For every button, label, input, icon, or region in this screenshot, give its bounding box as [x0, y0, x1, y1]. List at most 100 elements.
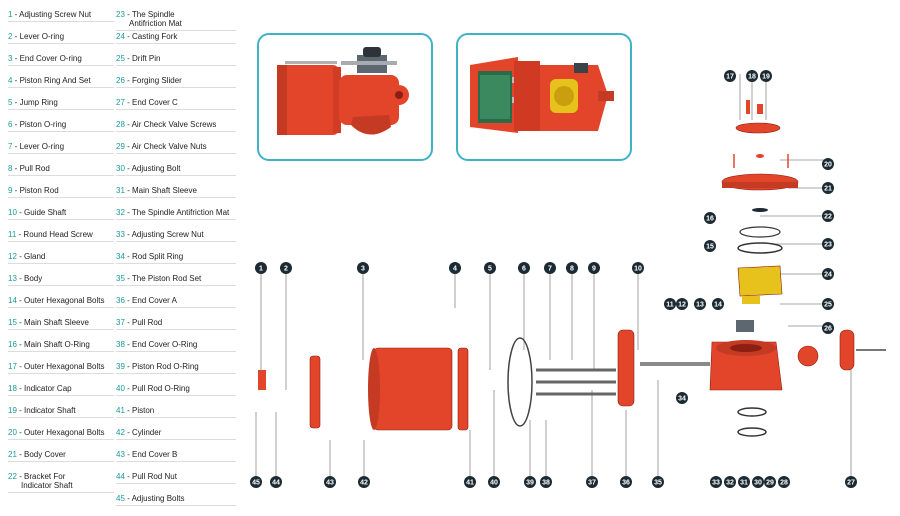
legend-item: 41 - Piston [116, 406, 242, 418]
legend-dash: - [124, 142, 132, 151]
callout-marker: 22 [822, 210, 834, 222]
callout-marker: 32 [724, 476, 736, 488]
legend-divider [8, 175, 114, 176]
legend-label: End Cover A [132, 296, 177, 305]
legend-item: 27 - End Cover C [116, 98, 242, 110]
legend-number: 42 [116, 428, 125, 437]
legend-divider [116, 329, 236, 330]
callout-marker: 6 [518, 262, 530, 274]
cylinder-assembly [258, 329, 767, 437]
legend-label: Pull Rod O-Ring [132, 384, 190, 393]
svg-text:28: 28 [780, 480, 788, 487]
legend-item: 10 - Guide Shaft [8, 208, 120, 220]
callout-marker: 5 [484, 262, 496, 274]
legend-divider [116, 153, 236, 154]
legend-label-continued: Indicator Shaft [21, 481, 73, 490]
legend-item: 25 - Drift Pin [116, 54, 242, 66]
svg-text:4: 4 [453, 266, 457, 273]
legend-label: Guide Shaft [24, 208, 67, 217]
legend-number: 27 [116, 98, 125, 107]
assembled-actuator-photo [257, 33, 433, 161]
callout-marker: 42 [358, 476, 370, 488]
callout-marker: 12 [676, 298, 688, 310]
legend-number: 19 [8, 406, 17, 415]
legend-number: 25 [116, 54, 125, 63]
legend-item: 42 - Cylinder [116, 428, 242, 440]
legend-divider [116, 461, 236, 462]
legend-divider [8, 21, 114, 22]
svg-text:12: 12 [678, 302, 686, 309]
legend-divider [8, 219, 114, 220]
legend-dash: - [12, 164, 20, 173]
callout-marker: 11 [664, 298, 676, 310]
legend-item: 14 - Outer Hexagonal Bolts [8, 296, 120, 308]
legend-divider [116, 351, 236, 352]
callout-marker: 26 [822, 322, 834, 334]
svg-text:1: 1 [259, 266, 263, 273]
legend-number: 44 [116, 472, 125, 481]
svg-text:18: 18 [748, 74, 756, 81]
svg-text:25: 25 [824, 302, 832, 309]
legend-item: 16 - Main Shaft O-Ring [8, 340, 120, 352]
callout-marker: 10 [632, 262, 644, 274]
callout-marker: 39 [524, 476, 536, 488]
legend-dash: - [124, 472, 133, 481]
legend-divider [116, 395, 236, 396]
legend-item: 3 - End Cover O-ring [8, 54, 120, 66]
legend-divider [116, 439, 236, 440]
legend-divider [116, 505, 236, 506]
svg-text:29: 29 [766, 480, 774, 487]
legend-number: 35 [116, 274, 125, 283]
legend-item: 45 - Adjusting Bolts [116, 494, 242, 506]
svg-text:8: 8 [570, 266, 574, 273]
legend-item: 2 - Lever O-ring [8, 32, 120, 44]
legend-dash: - [124, 384, 133, 393]
legend-dash: - [12, 54, 20, 63]
legend-label: Rod Split Ring [132, 252, 184, 261]
svg-text:40: 40 [490, 480, 498, 487]
legend-item: 12 - Gland [8, 252, 120, 264]
svg-text:33: 33 [712, 480, 720, 487]
legend-dash: - [12, 142, 20, 151]
legend-number: 29 [116, 142, 125, 151]
callout-marker: 13 [694, 298, 706, 310]
legend-label: Piston Ring And Set [19, 76, 91, 85]
callout-marker: 20 [822, 158, 834, 170]
legend-label: Pull Rod Nut [132, 472, 177, 481]
legend-item: 21 - Body Cover [8, 450, 120, 462]
legend-divider [116, 43, 236, 44]
legend-dash: - [124, 230, 132, 239]
svg-text:27: 27 [847, 480, 855, 487]
legend-number: 2 [8, 32, 13, 41]
legend-item: 17 - Outer Hexagonal Bolts [8, 362, 120, 374]
legend-dash: - [124, 494, 132, 503]
callout-marker: 3 [357, 262, 369, 274]
legend-divider [116, 373, 236, 374]
legend-number: 22 [8, 472, 17, 481]
svg-text:32: 32 [726, 480, 734, 487]
legend-label: Round Head Screw [23, 230, 93, 239]
legend-label: Bracket For [24, 472, 66, 481]
callout-marker: 15 [704, 240, 716, 252]
legend-dash: - [16, 472, 25, 481]
callout-marker: 18 [746, 70, 758, 82]
legend-divider [8, 417, 114, 418]
legend-dash: - [124, 54, 133, 63]
legend-number: 10 [8, 208, 17, 217]
svg-text:13: 13 [696, 302, 704, 309]
body-part [709, 329, 886, 391]
legend-item: 32 - The Spindle Antifriction Mat [116, 208, 242, 220]
legend-divider [8, 395, 114, 396]
legend-label: Drift Pin [132, 54, 161, 63]
legend-divider [8, 329, 114, 330]
legend-divider [8, 461, 114, 462]
callout-marker: 8 [566, 262, 578, 274]
svg-text:39: 39 [526, 480, 534, 487]
svg-text:45: 45 [252, 480, 260, 487]
legend-item: 7 - Lever O-ring [8, 142, 120, 154]
legend-label: Jump Ring [19, 98, 58, 107]
legend-divider [8, 65, 114, 66]
legend-item: 4 - Piston Ring And Set [8, 76, 120, 88]
legend-dash: - [124, 164, 132, 173]
